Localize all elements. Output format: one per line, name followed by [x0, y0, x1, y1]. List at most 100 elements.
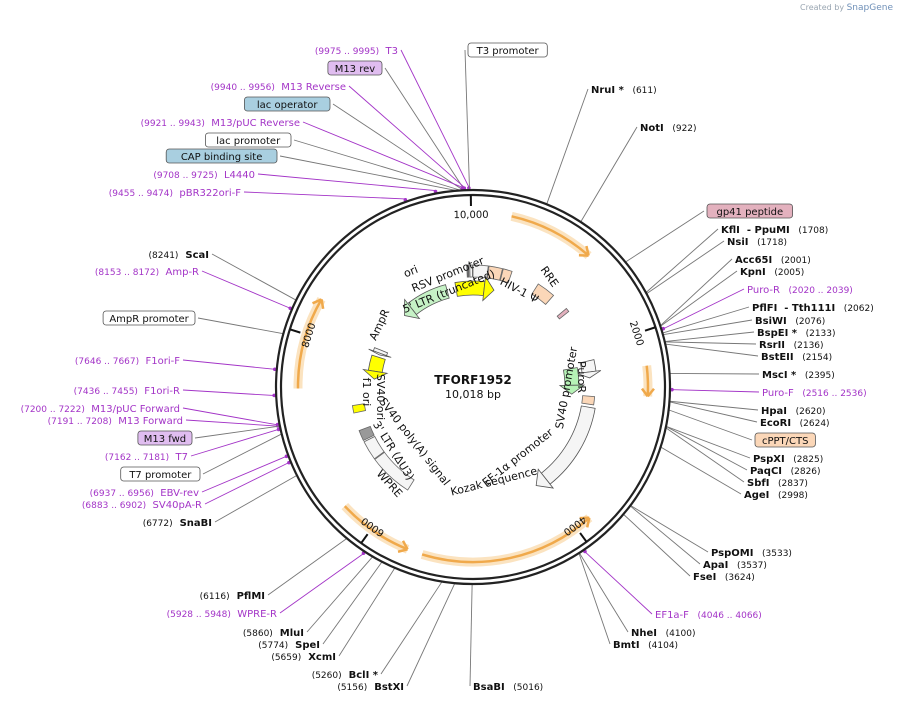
ruler-tick — [644, 326, 656, 332]
site-label: (5860) MluI — [243, 628, 304, 639]
label-part: (2395) — [796, 371, 835, 381]
label-part: (2020 .. 2039) — [780, 286, 853, 296]
label-part: (2837) — [769, 479, 808, 489]
site-label: (9940 .. 9956) M13 Reverse — [211, 82, 346, 93]
label-part: M13/pUC Reverse — [205, 118, 300, 129]
label-part: (4046 .. 4066) — [689, 611, 762, 621]
leader-line — [546, 88, 589, 205]
site-label: (8153 .. 8172) Amp-R — [95, 267, 199, 278]
site-label: (5260) BclI * — [312, 670, 379, 681]
leader-line — [659, 258, 733, 327]
orf-arrows — [293, 211, 655, 567]
label-part: (9940 .. 9956) — [211, 83, 275, 93]
label-part: M13 rev — [335, 64, 376, 75]
leader-line — [279, 553, 364, 614]
label-part: BstEII — [761, 352, 794, 363]
orf-arrow-head — [579, 516, 591, 528]
feature-arrow-head — [362, 368, 389, 380]
feature-arrow-head — [368, 348, 392, 358]
leader-line — [406, 582, 456, 687]
label-part: (5928 .. 5948) — [167, 610, 231, 620]
label-part: PspOMI — [711, 548, 753, 559]
feature-segment — [358, 425, 375, 442]
label-part: (5016) — [505, 683, 544, 693]
orf-arrow-head — [312, 298, 325, 310]
label-part: (5260) — [312, 671, 342, 681]
feature-label: AmpR — [367, 307, 393, 343]
leader-line — [267, 538, 348, 596]
label-part: (2998) — [769, 491, 808, 501]
label-part: F1ori-R — [138, 386, 180, 397]
label-part: HpaI — [761, 406, 787, 417]
snapgene-logo: SnapGene — [846, 3, 893, 13]
label-part: (8241) — [149, 251, 179, 261]
leader-line — [580, 126, 638, 223]
label-part: WPRE-R — [231, 609, 277, 620]
label-part: PflMI — [230, 591, 265, 602]
label-part: M13 Reverse — [275, 82, 346, 93]
leader-line — [646, 240, 725, 295]
site-label: ApaI (3537) — [703, 560, 767, 571]
site-label: (5659) XcmI — [271, 652, 336, 663]
label-part: T7 promoter — [128, 470, 192, 481]
feature-segment — [556, 307, 570, 320]
label-part: Acc65I — [735, 255, 772, 266]
site-label: lac operator — [257, 100, 318, 111]
site-label: NruI * (611) — [591, 85, 657, 96]
feature-arrow-head — [558, 384, 586, 395]
site-label: T3 promoter — [476, 46, 540, 57]
label-part: lac operator — [257, 100, 318, 111]
label-part: AgeI — [744, 490, 769, 501]
site-label: (7436 .. 7455) F1ori-R — [74, 386, 180, 397]
label-part: (7191 .. 7208) — [48, 417, 112, 427]
site-label: CAP binding site — [181, 152, 263, 163]
label-part: (1718) — [748, 238, 787, 248]
leader-line — [185, 419, 277, 427]
site-label: (5156) BstXI — [337, 682, 404, 693]
orf-arrow — [343, 505, 409, 551]
label-part: (6116) — [200, 592, 230, 602]
site-label: (9708 .. 9725) L4440 — [153, 170, 255, 181]
site-label: (9455 .. 9474) pBR322ori-F — [109, 188, 241, 199]
leader-line — [630, 505, 709, 553]
site-label: (6116) PflMI — [200, 591, 265, 602]
label-part: pBR322ori-F — [173, 188, 241, 199]
label-part: SbfI — [747, 478, 769, 489]
label-part: (9455 .. 9474) — [109, 189, 173, 199]
feature-segments — [351, 264, 596, 491]
label-part: PaqCI — [750, 466, 782, 477]
label-part: (611) — [624, 86, 657, 96]
leader-line — [665, 343, 759, 357]
label-part: BclI * — [342, 670, 379, 681]
created-by-credit: Created by SnapGene — [800, 3, 893, 13]
leader-line — [578, 552, 629, 633]
label-part: (7162 .. 7181) — [105, 453, 169, 463]
leader-line — [380, 581, 443, 675]
label-part: (9708 .. 9725) — [153, 171, 217, 181]
feature-label: f1 ori — [360, 378, 373, 407]
label-part: (3537) — [728, 561, 767, 571]
leader-line — [257, 173, 436, 192]
leader-line — [645, 228, 719, 293]
site-label: (8241) ScaI — [149, 250, 210, 261]
backbone-outer-strand — [274, 188, 672, 586]
label-part: PflFI — [752, 303, 777, 314]
label-part: BsaBI — [473, 682, 505, 693]
leader-line — [182, 407, 277, 426]
feature-box — [102, 310, 196, 326]
orf-arrow — [296, 298, 323, 389]
leader-line — [662, 306, 750, 334]
label-part: ApaI — [703, 560, 728, 571]
leader-line — [629, 505, 701, 565]
label-part: (2136) — [785, 341, 824, 351]
label-part: (2620) — [787, 407, 826, 417]
orf-arrow-glow — [510, 211, 592, 260]
label-part: (922) — [664, 124, 697, 134]
feature-box — [467, 42, 548, 58]
orf-arrow — [511, 215, 590, 257]
label-part: NheI — [631, 628, 657, 639]
label-part: Puro-R — [747, 285, 780, 296]
site-label: (6772) SnaBI — [143, 518, 212, 529]
feature-arrow-head — [482, 275, 495, 302]
leader-line — [672, 389, 760, 393]
